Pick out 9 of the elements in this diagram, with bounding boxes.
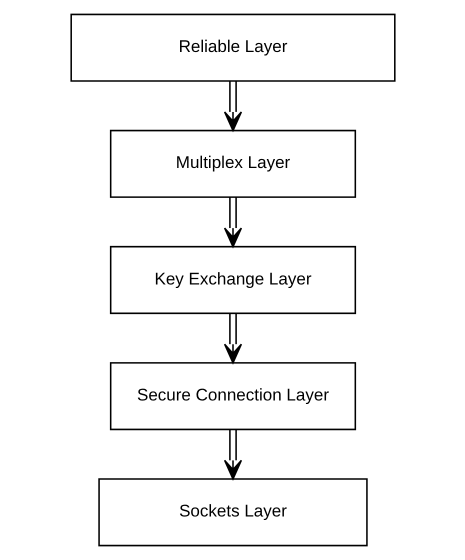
arrow bbox=[223, 81, 242, 132]
arrow bbox=[223, 198, 242, 248]
node-box: Secure Connection Layer bbox=[109, 362, 356, 430]
node-box: Multiplex Layer bbox=[109, 130, 356, 198]
node-box: Reliable Layer bbox=[70, 14, 396, 82]
arrow bbox=[223, 314, 242, 364]
node-box: Key Exchange Layer bbox=[109, 246, 356, 314]
arrow bbox=[223, 430, 242, 480]
node-box: Sockets Layer bbox=[98, 478, 368, 546]
